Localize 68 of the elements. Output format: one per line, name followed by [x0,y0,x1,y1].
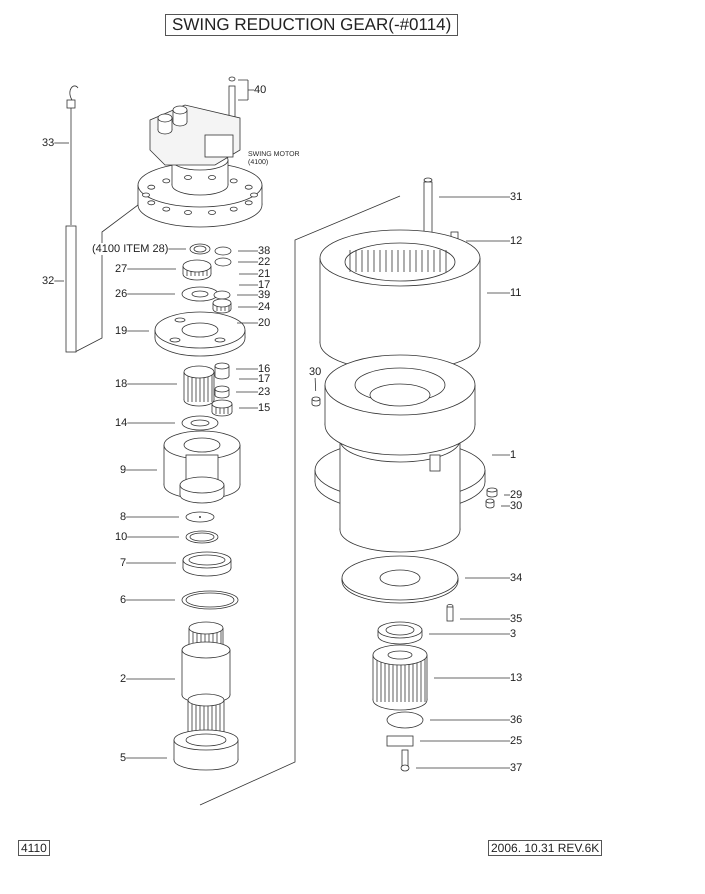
callout-number: 10 [115,531,128,543]
callout-number: 22 [258,256,270,268]
callout-number: 5 [120,752,126,764]
leader-line [168,248,186,250]
callout-number: 17 [258,373,270,385]
leader-line [236,368,258,370]
bracket-leader-line [238,80,254,100]
callout-number: 36 [510,714,522,726]
callout-number: (4100 ITEM 28) [92,243,168,255]
callout-number: 26 [115,288,128,300]
callout-number: 21 [258,268,270,280]
leader-line [238,306,258,308]
leader-line [126,268,176,270]
callout-number: 7 [120,557,126,569]
leader-line [504,494,510,496]
callout-number: 32 [42,275,54,287]
callout-number: 6 [120,594,126,606]
leader-line [460,618,510,620]
callout-number: 37 [510,762,522,774]
callout-number: 11 [510,287,522,299]
page-title: SWING REDUCTION GEAR(-#0114) [165,14,458,36]
leader-line [126,516,180,518]
callout-number: 33 [42,137,54,149]
callout-number: 34 [510,572,522,584]
leader-line [238,378,258,380]
callout-number: 38 [258,245,270,257]
callout-number: 18 [115,378,128,390]
leader-line [236,322,258,324]
callout-number: 13 [510,672,522,684]
leader-line [126,536,180,538]
page-number: 4110 [18,840,50,856]
callout-number: 27 [115,263,128,275]
callout-number: 15 [258,402,270,414]
callout-number: 24 [258,301,270,313]
leader-line [236,294,258,296]
leader-line [54,142,70,144]
leader-line [238,250,258,252]
leader-line [492,454,510,456]
callout-number: 25 [510,735,522,747]
callout-number: 14 [115,417,128,429]
callout-number: 20 [258,317,270,329]
callout-number: 30 [510,500,522,512]
callout-number: 1 [510,449,516,461]
callout-number: 31 [510,191,522,203]
callout-number: 35 [510,613,522,625]
leader-line [126,330,150,332]
leader-line [486,292,510,294]
callout-number: 30 [309,366,322,378]
leader-line [126,678,176,680]
leader-line [420,740,510,742]
leader-line [126,562,176,564]
leader-line [438,196,510,198]
revision-date: 2006. 10.31 REV.6K [488,840,602,856]
callout-number: 19 [115,325,128,337]
callout-number: 9 [120,464,126,476]
callout-number: 39 [258,289,270,301]
leader-line [126,422,176,424]
leader-line [466,240,510,242]
callout-number: 23 [258,386,270,398]
callout-number: 3 [510,628,516,640]
leader-line [54,280,64,282]
leader-line [238,284,258,286]
callout-number: 40 [254,84,266,96]
callout-number: 12 [510,235,522,247]
callout-number: 29 [510,489,522,501]
callout-number: 2 [120,673,126,685]
leader-line [314,378,316,392]
callout-number: 8 [120,511,126,523]
